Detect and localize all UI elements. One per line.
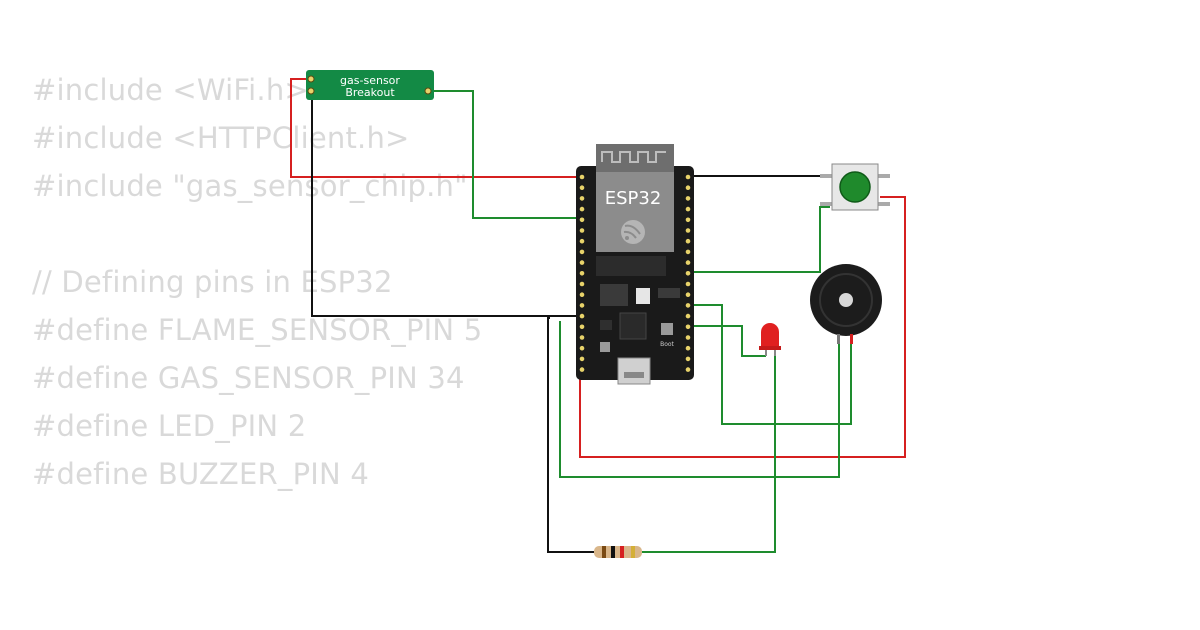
- header-pin: [579, 217, 585, 223]
- gas-sensor-label-2: Breakout: [345, 86, 395, 99]
- header-pin: [685, 356, 691, 362]
- header-pin: [685, 206, 691, 212]
- header-pin: [685, 228, 691, 233]
- header-pin: [579, 356, 585, 362]
- header-pin: [579, 324, 585, 330]
- header-pin: [579, 249, 585, 255]
- gas-sensor-breakout[interactable]: gas-sensor Breakout: [306, 70, 434, 100]
- header-pin: [579, 367, 585, 372]
- header-pin: [579, 206, 585, 212]
- header-pin: [579, 345, 585, 351]
- header-pin: [685, 367, 691, 372]
- header-pin: [685, 292, 691, 298]
- header-pin: [685, 324, 691, 330]
- usb-port: [617, 357, 651, 385]
- wire-resistor-gnd[interactable]: [547, 317, 595, 553]
- header-pin: [685, 335, 691, 340]
- header-pin: [685, 185, 691, 190]
- header-pin: [685, 217, 691, 223]
- code-line: #include "gas_sensor_chip.h": [32, 169, 468, 203]
- wire-button-bottom[interactable]: [688, 206, 830, 273]
- buzzer[interactable]: [810, 264, 882, 344]
- red-led[interactable]: [759, 323, 781, 356]
- wire-led-anode[interactable]: [688, 325, 766, 357]
- header-pin: [579, 313, 585, 319]
- code-line: #define GAS_SENSOR_PIN 34: [32, 361, 465, 395]
- gas-sensor-label-1: gas-sensor: [340, 74, 400, 87]
- header-pin: [579, 174, 585, 180]
- code-line: #define BUZZER_PIN 4: [32, 457, 369, 491]
- header-pin: [579, 228, 585, 233]
- header-pin: [579, 260, 585, 265]
- wire-sensor-aout[interactable]: [428, 90, 582, 219]
- wire-sensor-gnd[interactable]: [311, 90, 582, 317]
- push-button[interactable]: [820, 163, 890, 211]
- wire-resistor-led[interactable]: [642, 356, 776, 553]
- header-pin: [579, 196, 585, 201]
- code-line: #include <WiFi.h>: [32, 73, 309, 107]
- esp32-label: ESP32: [605, 188, 662, 209]
- wire-sensor-vcc[interactable]: [290, 78, 582, 178]
- wire-buzzer-gnd[interactable]: [559, 321, 840, 478]
- header-pin: [685, 238, 691, 244]
- header-pin: [579, 281, 585, 287]
- code-line: #define FLAME_SENSOR_PIN 5: [32, 313, 483, 347]
- header-pin: [685, 196, 691, 201]
- header-pin: [685, 271, 691, 276]
- header-pin: [579, 271, 585, 276]
- esp32-right-pins: [685, 174, 691, 372]
- code-line: // Defining pins in ESP32: [32, 265, 393, 299]
- wire-button-power[interactable]: [579, 196, 906, 458]
- header-pin: [579, 303, 585, 308]
- header-pin: [685, 303, 691, 308]
- code-line: #define LED_PIN 2: [32, 409, 307, 443]
- esp32-left-pins: [579, 174, 585, 372]
- boot-label: Boot: [660, 341, 674, 348]
- resistor[interactable]: [594, 546, 642, 558]
- wire-buzzer-signal[interactable]: [688, 304, 852, 425]
- header-pin: [579, 292, 585, 298]
- header-pin: [685, 313, 691, 319]
- esp32-board[interactable]: ESP32 Boot: [576, 144, 694, 385]
- header-pin: [685, 249, 691, 255]
- header-pin: [685, 260, 691, 265]
- espressif-logo-icon: [621, 220, 645, 244]
- header-pin: [579, 185, 585, 190]
- header-pin: [685, 345, 691, 351]
- header-pin: [579, 238, 585, 244]
- header-pin: [685, 281, 691, 287]
- header-pin: [685, 174, 691, 180]
- header-pin: [579, 335, 585, 340]
